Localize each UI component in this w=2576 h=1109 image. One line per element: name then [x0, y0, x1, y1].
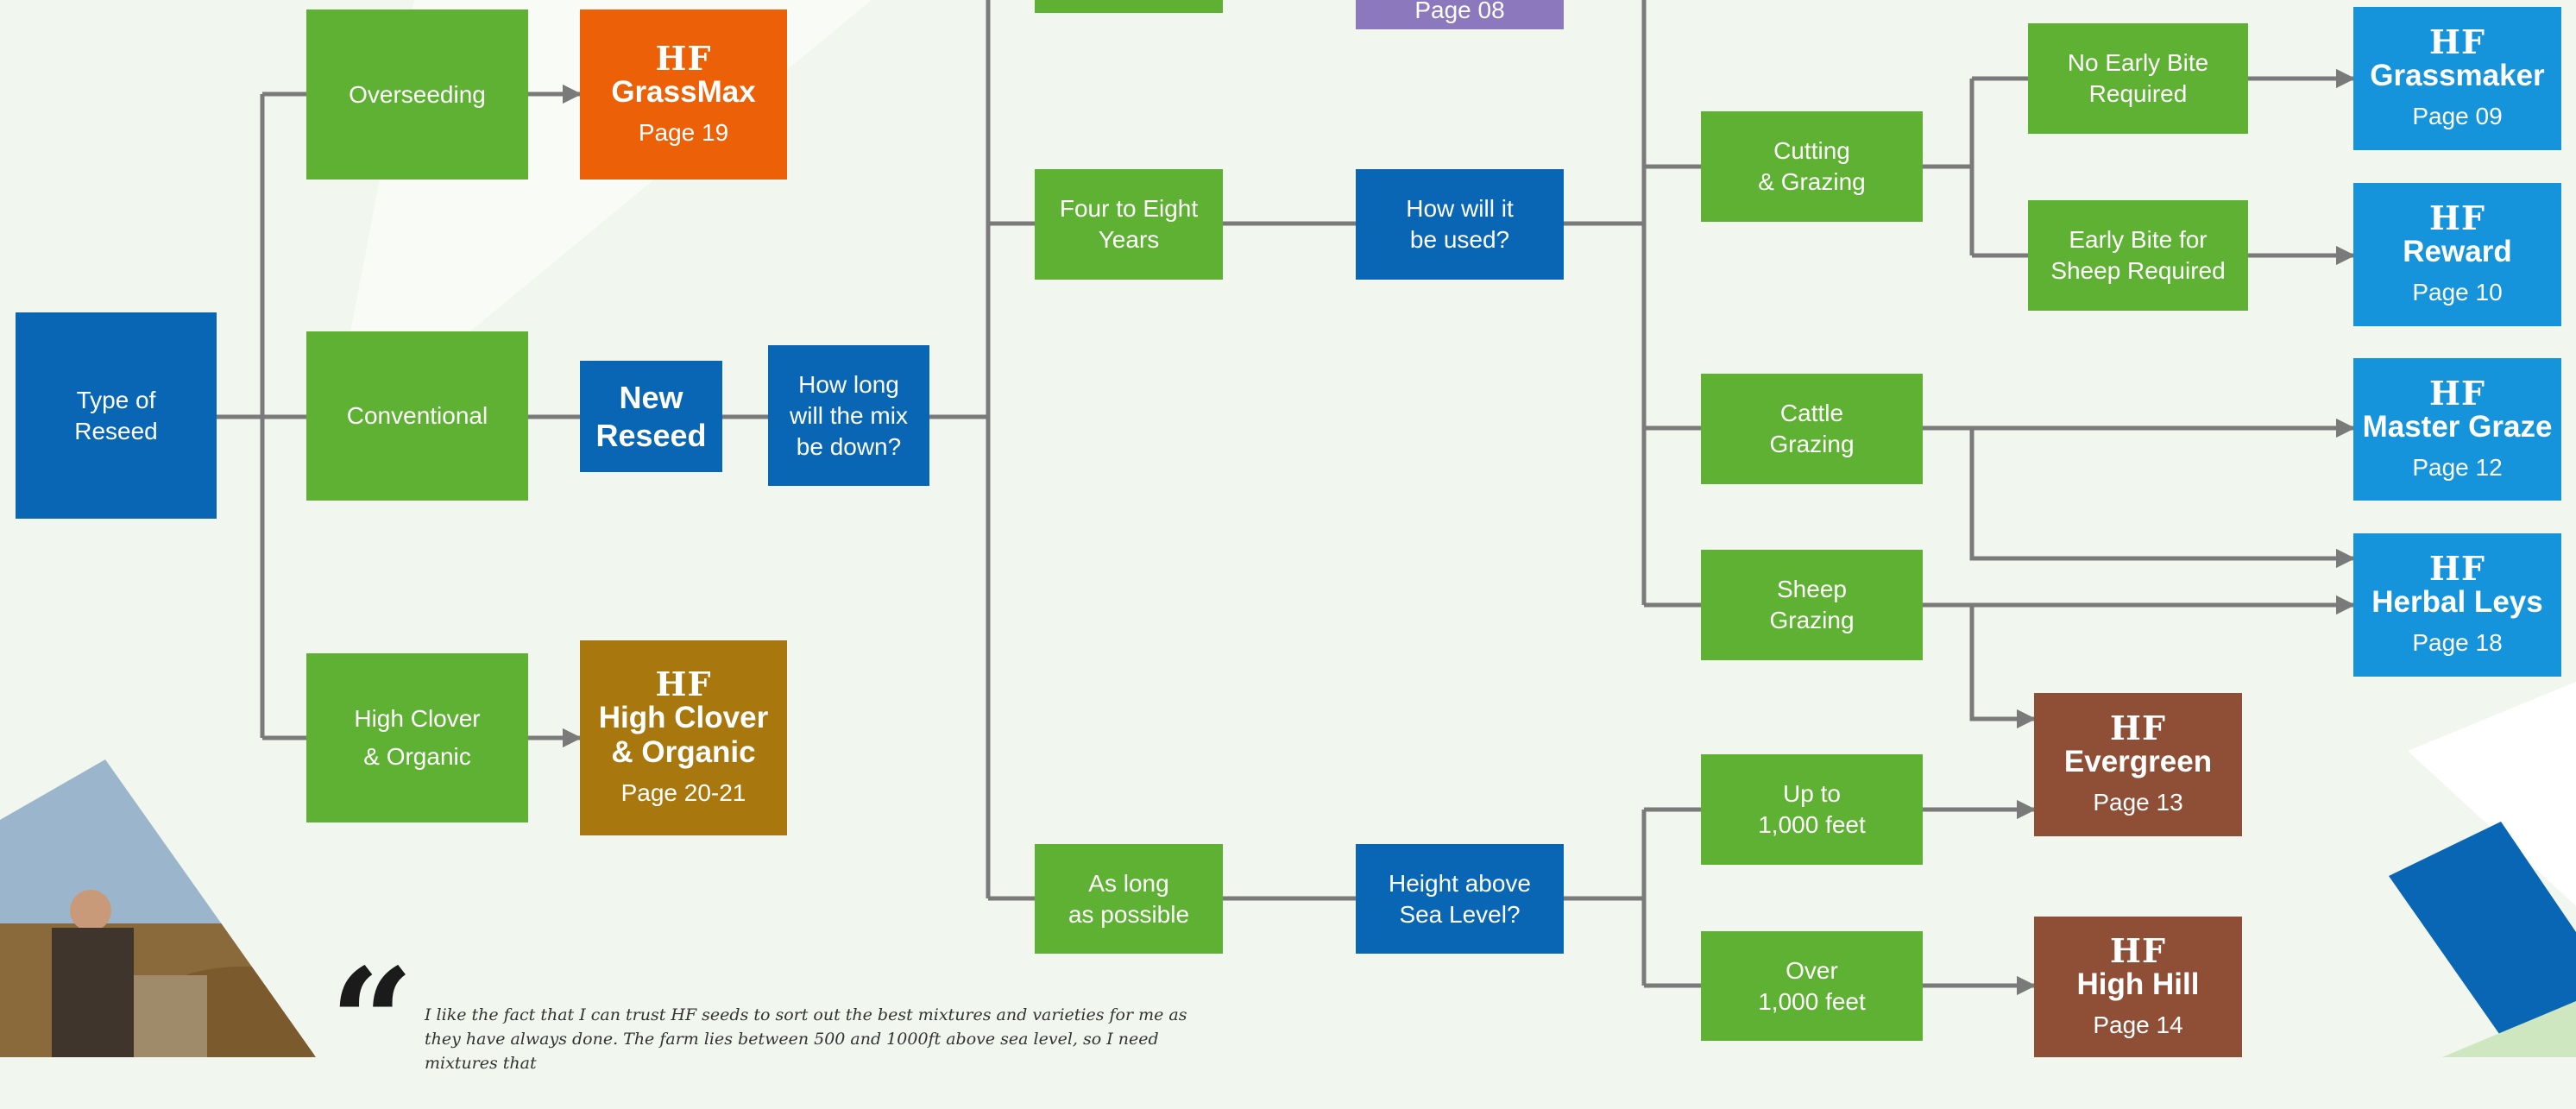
- connector-lines: [217, 0, 2356, 996]
- cutting-grazing-label: Cutting & Grazing: [1758, 137, 1866, 195]
- product-evergreen[interactable]: HF Evergreen Page 13: [2034, 693, 2242, 836]
- hf-brand-mark: HF: [2110, 709, 2166, 747]
- how-will-it-be-used-label: How will it be used?: [1406, 195, 1514, 253]
- as-long-as-possible-node: As long as possible: [1035, 844, 1223, 954]
- over-1000-feet-label: Over 1,000 feet: [1758, 956, 1866, 1015]
- overseeding-label: Overseeding: [349, 80, 486, 108]
- as-long-as-possible-label: As long as possible: [1068, 869, 1190, 928]
- product-grassmaker[interactable]: HF Grassmaker Page 09: [2353, 7, 2561, 150]
- product-name: Grassmaker: [2370, 59, 2545, 92]
- product-name: Master Graze: [2362, 409, 2553, 444]
- partial-top-purple-box: Page 08: [1356, 0, 1564, 29]
- new-reseed-node: New Reseed: [580, 361, 722, 472]
- product-high-hill[interactable]: HF High Hill Page 14: [2034, 917, 2242, 1057]
- product-reward[interactable]: HF Reward Page 10: [2353, 183, 2561, 326]
- white-corner-shape: [2408, 682, 2576, 906]
- product-page: Page 13: [2093, 789, 2183, 816]
- no-early-bite-node: No Early Bite Required: [2028, 23, 2248, 134]
- early-bite-sheep-node: Early Bite for Sheep Required: [2028, 200, 2248, 311]
- product-name: Herbal Leys: [2371, 585, 2543, 619]
- hf-brand-mark: HF: [2429, 198, 2485, 237]
- sheep-grazing-label: Sheep Grazing: [1769, 576, 1855, 633]
- how-long-node: How long will the mix be down?: [768, 345, 929, 486]
- arrow-cattle-to-herbal-leys: [1969, 428, 2356, 569]
- product-name: High Clover & Organic: [598, 701, 769, 769]
- cattle-grazing-node: Cattle Grazing: [1701, 374, 1923, 484]
- four-to-eight-years-label: Four to Eight Years: [1059, 195, 1199, 253]
- product-name: Evergreen: [2063, 745, 2213, 778]
- partial-top-purple-page: Page 08: [1414, 0, 1505, 23]
- hf-brand-mark: HF: [655, 665, 712, 703]
- cutting-grazing-node: Cutting & Grazing: [1701, 111, 1923, 222]
- no-early-bite-label: No Early Bite Required: [2067, 49, 2209, 107]
- product-name: GrassMax: [611, 74, 756, 109]
- partial-top-green-box: [1035, 0, 1223, 13]
- quote-mark-icon: “: [330, 936, 414, 1109]
- cattle-grazing-label: Cattle Grazing: [1769, 400, 1855, 457]
- product-name: High Hill: [2076, 967, 2200, 1001]
- height-above-sea-level-node: Height above Sea Level?: [1356, 844, 1564, 954]
- hf-brand-mark: HF: [655, 38, 712, 78]
- over-1000-feet-node: Over 1,000 feet: [1701, 931, 1923, 1041]
- hf-brand-mark: HF: [2110, 930, 2166, 970]
- product-page: Page 10: [2412, 279, 2503, 306]
- product-high-clover-organic[interactable]: HF High Clover & Organic Page 20-21: [580, 640, 787, 835]
- product-grassmax[interactable]: HF GrassMax Page 19: [580, 9, 787, 180]
- product-page: Page 20-21: [620, 779, 746, 806]
- hf-brand-mark: HF: [2429, 22, 2485, 61]
- height-above-sea-level-label: Height above Sea Level?: [1388, 869, 1531, 928]
- new-reseed-label: New Reseed: [595, 379, 707, 453]
- blue-corner-shape: [2389, 822, 2576, 1057]
- how-will-it-be-used-node: How will it be used?: [1356, 169, 1564, 280]
- sheep-grazing-node: Sheep Grazing: [1701, 550, 1923, 660]
- product-page: Page 18: [2412, 629, 2503, 656]
- high-clover-organic-option-node: High Clover & Organic: [306, 653, 528, 822]
- product-page: Page 09: [2412, 103, 2503, 129]
- how-long-label: How long will the mix be down?: [790, 370, 908, 460]
- up-to-1000-feet-node: Up to 1,000 feet: [1701, 754, 1923, 865]
- hf-brand-mark: HF: [2429, 549, 2485, 588]
- overseeding-node: Overseeding: [306, 9, 528, 180]
- hf-brand-mark: HF: [2429, 373, 2485, 413]
- type-of-reseed-node: Type of Reseed: [16, 312, 217, 519]
- product-name: Reward: [2403, 235, 2512, 268]
- up-to-1000-feet-label: Up to 1,000 feet: [1758, 780, 1866, 838]
- arrow-sheep-to-evergreen: [1969, 605, 2037, 729]
- product-master-graze[interactable]: HF Master Graze Page 12: [2353, 358, 2561, 501]
- high-clover-organic-option-label: High Clover & Organic: [354, 705, 481, 770]
- conventional-label: Conventional: [346, 402, 488, 429]
- product-page: Page 12: [2412, 453, 2503, 481]
- early-bite-sheep-label: Early Bite for Sheep Required: [2050, 226, 2226, 284]
- product-page: Page 14: [2093, 1011, 2183, 1038]
- testimonial-quote: I like the fact that I can trust HF seed…: [425, 1005, 1187, 1073]
- product-herbal-leys[interactable]: HF Herbal Leys Page 18: [2353, 533, 2561, 677]
- four-to-eight-years-node: Four to Eight Years: [1035, 169, 1223, 280]
- conventional-node: Conventional: [306, 331, 528, 501]
- product-page: Page 19: [638, 118, 729, 146]
- type-of-reseed-label: Type of Reseed: [74, 386, 158, 444]
